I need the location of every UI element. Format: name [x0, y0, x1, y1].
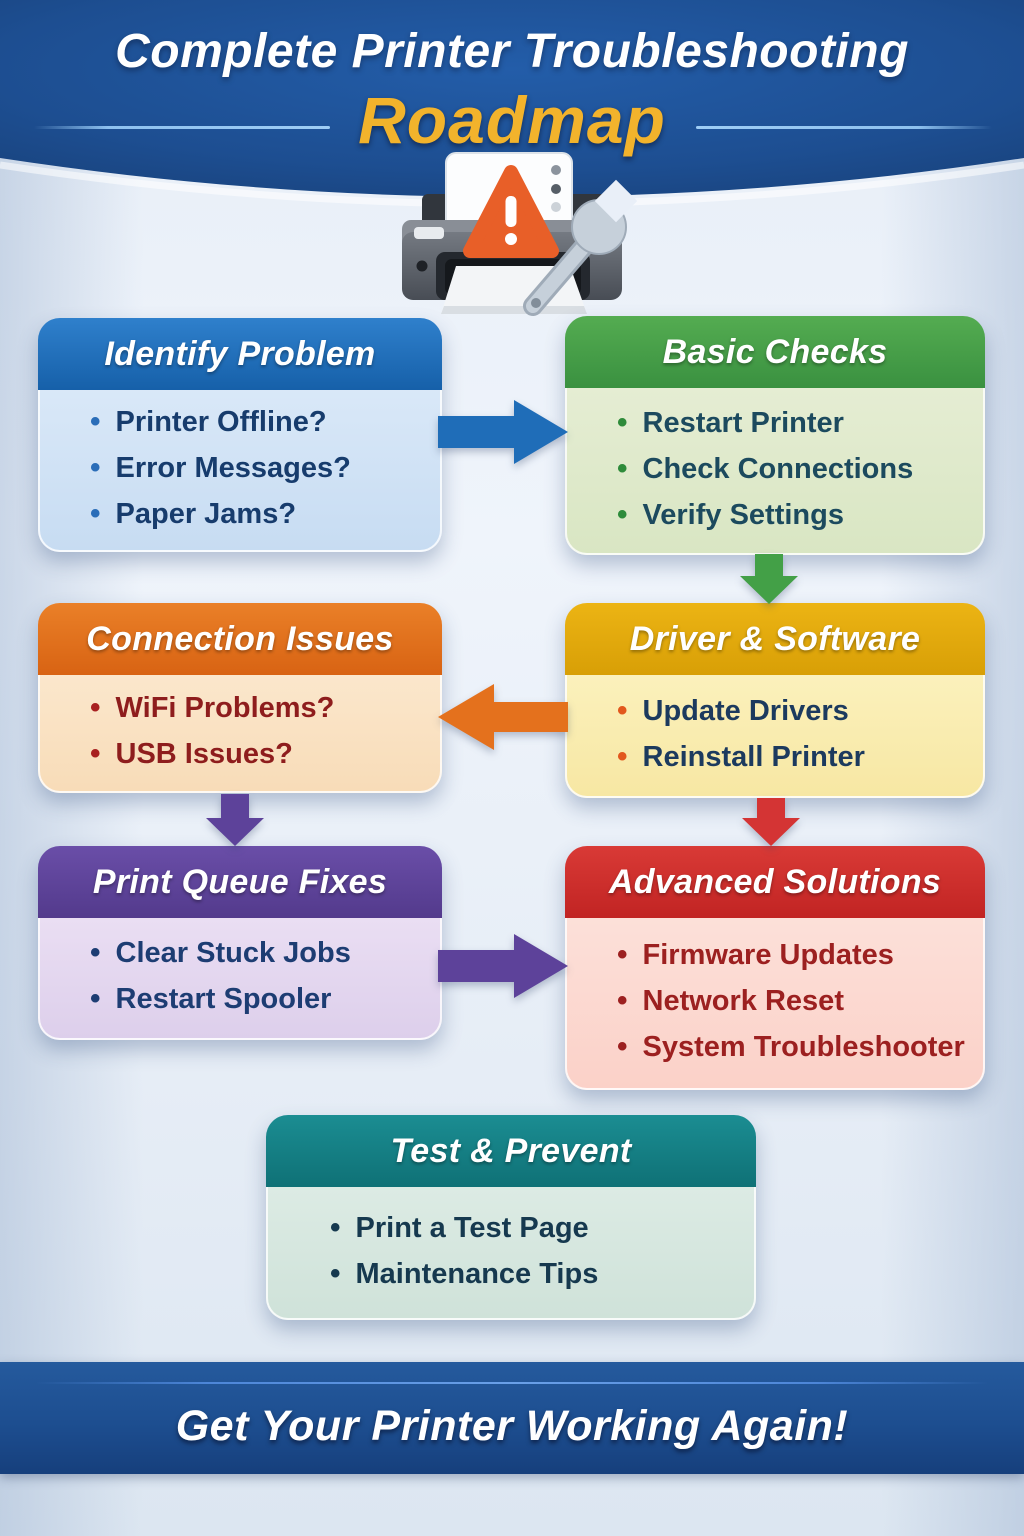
list-item: •System Troubleshooter	[617, 1024, 975, 1070]
box-basic-checks: Basic Checks •Restart Printer •Check Con…	[565, 316, 985, 555]
list-item: •Paper Jams?	[90, 491, 432, 537]
bullet-icon: •	[617, 497, 628, 531]
box-title: Test & Prevent	[390, 1131, 632, 1170]
box-title: Print Queue Fixes	[92, 862, 388, 901]
box-title: Identify Problem	[104, 334, 376, 373]
box-header: Advanced Solutions	[565, 846, 985, 918]
bullet-icon: •	[330, 1210, 341, 1244]
box-title: Connection Issues	[86, 619, 394, 658]
box-header: Driver & Software	[565, 603, 985, 675]
box-header: Test & Prevent	[266, 1115, 756, 1187]
footer-banner: Get Your Printer Working Again!	[0, 1362, 1024, 1474]
bullet-icon: •	[330, 1256, 341, 1290]
box-print-queue-fixes: Print Queue Fixes •Clear Stuck Jobs •Res…	[38, 846, 442, 1040]
list-item: •Error Messages?	[90, 445, 432, 491]
bullet-icon: •	[90, 737, 101, 770]
bullet-icon: •	[617, 1030, 628, 1063]
box-connection-issues: Connection Issues •WiFi Problems? •USB I…	[38, 603, 442, 793]
arrow-driver-to-connection	[438, 684, 568, 750]
box-title: Advanced Solutions	[608, 862, 942, 901]
box-header: Identify Problem	[38, 318, 442, 390]
bullet-icon: •	[617, 405, 628, 439]
box-body: •Firmware Updates •Network Reset •System…	[565, 918, 985, 1090]
subtitle-divider-right	[696, 126, 992, 129]
box-title: Driver & Software	[629, 619, 921, 658]
box-header: Connection Issues	[38, 603, 442, 675]
page-title: Complete Printer Troubleshooting	[115, 25, 909, 78]
list-item: •Restart Spooler	[90, 976, 432, 1022]
box-body: •Printer Offline? •Error Messages? •Pape…	[38, 390, 442, 552]
list-item: •Reinstall Printer	[617, 734, 975, 780]
box-advanced-solutions: Advanced Solutions •Firmware Updates •Ne…	[565, 846, 985, 1090]
arrow-queue-to-advanced	[438, 934, 568, 998]
bullet-icon: •	[617, 451, 628, 485]
list-item: •Check Connections	[617, 446, 975, 492]
bullet-icon: •	[617, 938, 628, 971]
footer-text: Get Your Printer Working Again!	[175, 1401, 849, 1450]
box-body: •WiFi Problems? •USB Issues?	[38, 675, 442, 793]
page-subtitle: Roadmap	[358, 83, 666, 157]
bullet-icon: •	[90, 936, 101, 969]
bullet-icon: •	[90, 691, 101, 724]
bullet-icon: •	[617, 739, 628, 773]
box-identify-problem: Identify Problem •Printer Offline? •Erro…	[38, 318, 442, 552]
box-body: •Clear Stuck Jobs •Restart Spooler	[38, 918, 442, 1040]
list-item: •WiFi Problems?	[90, 685, 432, 731]
bullet-icon: •	[617, 984, 628, 1017]
list-item: •Firmware Updates	[617, 932, 975, 978]
list-item: •USB Issues?	[90, 731, 432, 777]
bullet-icon: •	[90, 982, 101, 1015]
footer-highlight-line	[36, 1382, 988, 1384]
bullet-icon: •	[90, 497, 101, 530]
list-item: •Printer Offline?	[90, 399, 432, 445]
arrow-basic-to-driver	[740, 554, 798, 604]
box-body: •Restart Printer •Check Connections •Ver…	[565, 388, 985, 555]
box-body: •Print a Test Page •Maintenance Tips	[266, 1187, 756, 1320]
arrow-connection-to-queue	[206, 794, 264, 846]
bullet-icon: •	[90, 451, 101, 484]
bullet-icon: •	[617, 693, 628, 727]
arrow-identify-to-basic	[438, 400, 568, 464]
list-item: •Clear Stuck Jobs	[90, 930, 432, 976]
box-test-prevent: Test & Prevent •Print a Test Page •Maint…	[266, 1115, 756, 1320]
bullet-icon: •	[90, 405, 101, 438]
list-item: •Network Reset	[617, 978, 975, 1024]
box-header: Print Queue Fixes	[38, 846, 442, 918]
subtitle-divider-left	[34, 126, 330, 129]
box-driver-software: Driver & Software •Update Drivers •Reins…	[565, 603, 985, 798]
box-title: Basic Checks	[662, 332, 888, 371]
list-item: •Restart Printer	[617, 400, 975, 446]
list-item: •Update Drivers	[617, 688, 975, 734]
box-header: Basic Checks	[565, 316, 985, 388]
list-item: •Verify Settings	[617, 492, 975, 538]
list-item: •Print a Test Page	[330, 1205, 746, 1251]
list-item: •Maintenance Tips	[330, 1251, 746, 1297]
printer-warning-wrench-icon	[402, 152, 638, 316]
box-body: •Update Drivers •Reinstall Printer	[565, 675, 985, 798]
warning-triangle-icon	[463, 165, 559, 258]
arrow-driver-to-advanced	[742, 798, 800, 846]
